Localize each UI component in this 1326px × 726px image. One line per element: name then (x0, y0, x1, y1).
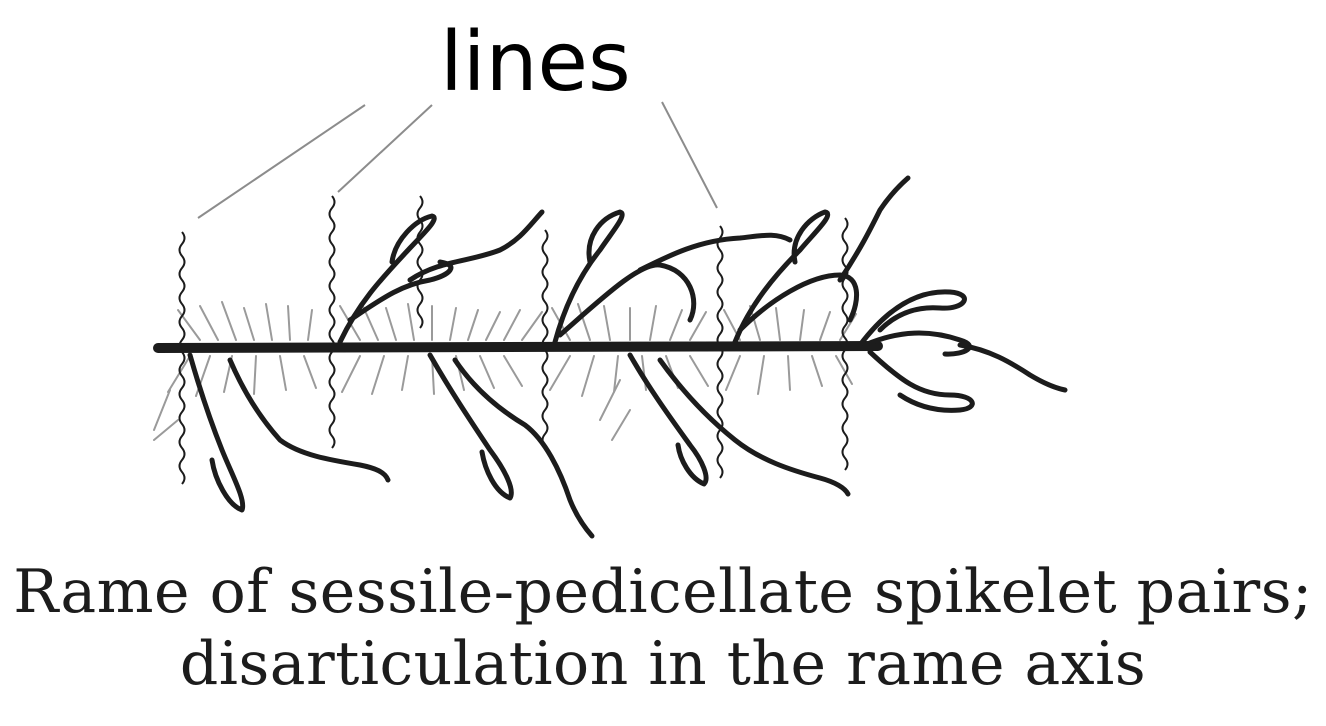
awn (407, 209, 545, 283)
caption-line-2: disarticulation in the rame axis (179, 629, 1147, 699)
disarticulation-line (178, 231, 186, 485)
leader-lines (197, 101, 718, 219)
awn (637, 232, 793, 273)
spikelet (732, 209, 830, 345)
spikelet (552, 209, 625, 345)
leader-line (337, 104, 433, 193)
spikelet (862, 330, 972, 357)
disarticulation-lines (178, 195, 849, 485)
spikelet (427, 352, 514, 501)
upper-spikelets (337, 175, 1068, 413)
annotation-label: lines (440, 15, 631, 110)
hairs (153, 301, 857, 441)
spikelet (627, 352, 709, 487)
spikelet (867, 349, 975, 413)
spikelet (657, 357, 851, 497)
disarticulation-line (416, 195, 424, 329)
spikelet (557, 262, 697, 338)
disarticulation-line (328, 195, 336, 449)
spikelet (347, 259, 454, 323)
spikelet (337, 213, 437, 345)
disarticulation-line (716, 225, 724, 479)
rame-axis (153, 341, 883, 353)
spikelet (737, 272, 860, 333)
awn (837, 175, 911, 283)
disarticulation-line (841, 217, 849, 471)
leader-line (661, 101, 718, 209)
spikelet (452, 357, 595, 539)
leader-line (197, 104, 366, 219)
spikelet (227, 357, 391, 483)
spikelet (187, 352, 246, 513)
caption-line-1: Rame of sessile-pedicellate spikelet pai… (13, 557, 1313, 627)
disarticulation-line (541, 229, 549, 447)
spikelet (857, 289, 967, 348)
figure-caption: Rame of sessile-pedicellate spikelet pai… (0, 556, 1326, 700)
lower-spikelets (187, 352, 851, 539)
awn (957, 342, 1068, 393)
